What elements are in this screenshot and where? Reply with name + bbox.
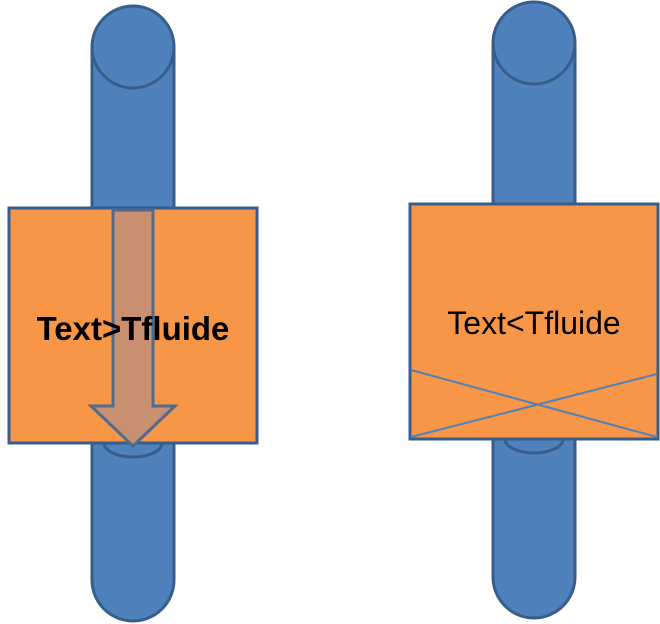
left-pipe-top-cap — [90, 4, 176, 90]
right-cross-line-b — [410, 373, 658, 438]
left-label: Text>Tfluide — [37, 310, 230, 347]
left-pipe-lower-rim — [102, 442, 164, 459]
right-assembly: Text<Tfluide — [408, 0, 660, 620]
left-assembly: Text>Tfluide — [7, 4, 259, 623]
right-cross-line-a — [410, 369, 658, 438]
right-label: Text<Tfluide — [447, 305, 620, 341]
right-box — [408, 202, 660, 441]
right-pipe-top-cap — [491, 0, 577, 86]
right-pipe-lower-rim — [503, 438, 565, 455]
left-heat-flow-arrow — [87, 208, 179, 449]
